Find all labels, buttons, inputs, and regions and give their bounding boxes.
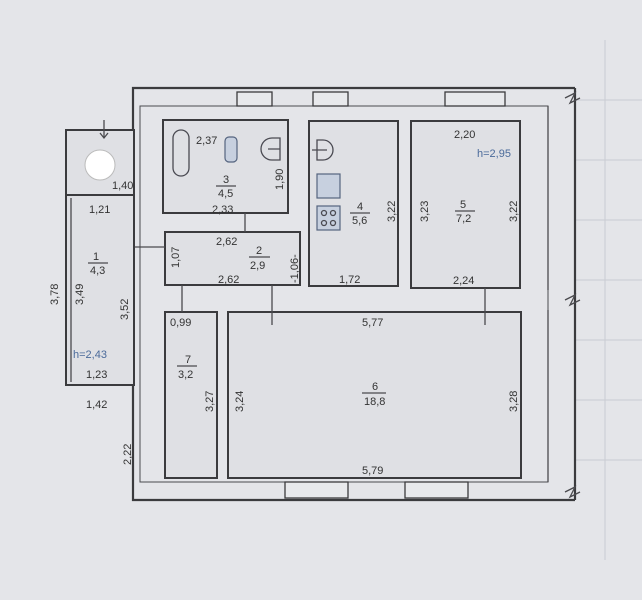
dim-label: 1,72 <box>339 274 360 286</box>
room-number: 5 <box>460 199 466 211</box>
room-number: 1 <box>93 251 99 263</box>
room-3-bathroom: 2,37 3 4,5 2,33 1,90 <box>162 119 289 216</box>
dim-label: 2,62 <box>218 274 239 286</box>
dim-label: 3,49 <box>74 284 86 305</box>
room-area: 4,3 <box>90 265 105 277</box>
dishwasher-icon <box>316 173 341 199</box>
dim-label: 5,79 <box>362 465 383 477</box>
window <box>284 481 349 499</box>
room-area: 7,2 <box>456 213 471 225</box>
dim-label: 3,22 <box>508 201 520 222</box>
room-number: 4 <box>357 201 363 213</box>
wall-ticks <box>181 213 486 325</box>
room-area: 5,6 <box>352 215 367 227</box>
grid-paper-lines <box>575 40 642 560</box>
dim-label: 3,23 <box>419 201 431 222</box>
room-5: 2,20 h=2,95 5 7,2 2,24 3,23 3,22 <box>410 120 521 289</box>
room-area: 18,8 <box>364 396 385 408</box>
window <box>236 91 273 107</box>
dim-label: 2,22 <box>122 444 134 465</box>
room-area: 4,5 <box>218 188 233 200</box>
window <box>404 481 469 499</box>
room-area: 2,9 <box>250 260 265 272</box>
window <box>444 91 506 107</box>
dim-label: 1,40 <box>112 180 133 192</box>
room-7: 0,99 7 3,2 3,27 <box>164 311 218 479</box>
dim-label: 1,42 <box>86 399 107 411</box>
bathtub-icon <box>172 129 190 177</box>
dim-label: 1,90 <box>274 169 286 190</box>
dim-label: 2,24 <box>453 275 474 287</box>
dim-label: 1,21 <box>89 204 110 216</box>
dim-label: 2,33 <box>212 204 233 216</box>
dim-label: 2,20 <box>454 129 475 141</box>
dim-label: 2,37 <box>196 135 217 147</box>
dim-label: 5,77 <box>362 317 383 329</box>
room-number: 6 <box>372 381 378 393</box>
room-number: 2 <box>256 245 262 257</box>
ceiling-height: h=2,95 <box>477 148 511 160</box>
balcony: 1,40 <box>65 120 135 196</box>
window <box>312 91 349 107</box>
room-2-corridor: 2,62 2 2,9 2,62 1,07 -1,06- <box>135 231 301 286</box>
room-area: 3,2 <box>178 369 193 381</box>
dim-label: 3,27 <box>204 391 216 412</box>
dim-label: 3,78 <box>49 284 61 305</box>
dim-label: 0,99 <box>170 317 191 329</box>
dim-label: 2,62 <box>216 236 237 248</box>
room-6: 5,77 6 18,8 5,79 3,24 3,28 <box>227 311 522 479</box>
sink-icon <box>260 137 281 161</box>
room-number: 7 <box>185 354 191 366</box>
ceiling-height: h=2,43 <box>73 349 107 361</box>
room-4-kitchen: 4 5,6 1,72 3,22 <box>308 120 399 287</box>
dim-label: 3,28 <box>508 391 520 412</box>
room-1: 1,21 1 4,3 h=2,43 1,23 1,42 3,78 3,49 3,… <box>49 194 135 465</box>
toilet-icon <box>224 136 238 163</box>
dim-label: 1,07 <box>170 247 182 268</box>
dim-label: 3,52 <box>119 299 131 320</box>
room-number: 3 <box>223 174 229 186</box>
dim-label: 3,24 <box>234 391 246 412</box>
stove-icon <box>316 205 341 231</box>
dim-label: 1,23 <box>86 369 107 381</box>
dim-label: 3,22 <box>386 201 398 222</box>
sink-icon <box>312 139 334 161</box>
outer-wall <box>131 86 581 502</box>
dim-label: -1,06- <box>289 254 301 283</box>
